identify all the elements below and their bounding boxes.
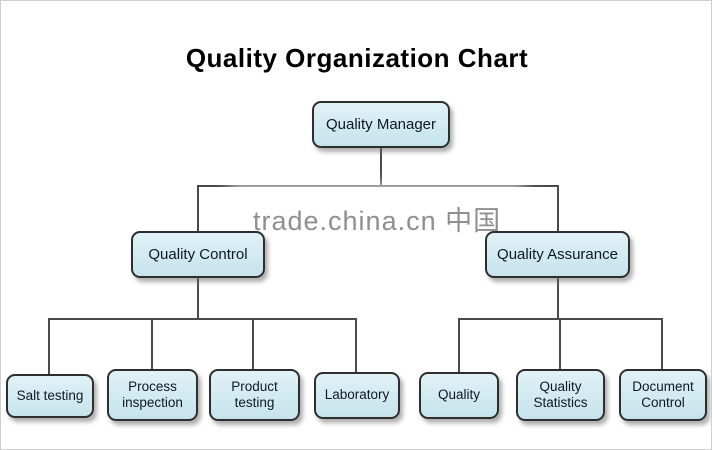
watermark-text: trade.china.cn 中国 — [239, 195, 516, 242]
connector-qa-child-1 — [458, 318, 460, 374]
node-quality: Quality — [419, 372, 499, 419]
connector-qc-stem-bottom — [197, 278, 199, 319]
node-laboratory-label: Laboratory — [324, 387, 390, 403]
node-quality-control-label: Quality Control — [148, 245, 248, 263]
connector-qa-stem-top — [557, 185, 559, 232]
node-salt-testing: Salt testing — [6, 374, 94, 418]
connector-qc-bar — [48, 318, 356, 320]
node-document-control-label: Document Control — [632, 378, 694, 410]
node-laboratory: Laboratory — [314, 372, 400, 419]
connector-qa-child-3 — [661, 318, 663, 372]
node-process-inspection-label: Process inspection — [122, 378, 183, 410]
node-quality-statistics: Quality Statistics — [516, 369, 605, 421]
connector-root-stem — [380, 148, 382, 186]
node-quality-manager: Quality Manager — [312, 101, 450, 148]
connector-qa-child-2 — [559, 318, 561, 372]
node-quality-statistics-label: Quality Statistics — [533, 378, 588, 410]
connector-qc-child-3 — [252, 318, 254, 372]
node-quality-control: Quality Control — [131, 231, 265, 278]
connector-level1-bar — [197, 185, 559, 187]
node-quality-manager-label: Quality Manager — [325, 115, 437, 133]
node-quality-assurance-label: Quality Assurance — [497, 245, 618, 263]
node-product-testing-label: Product testing — [231, 378, 278, 410]
node-document-control: Document Control — [619, 369, 707, 421]
chart-title: Quality Organization Chart — [185, 43, 529, 73]
node-quality-assurance: Quality Assurance — [485, 231, 630, 278]
node-product-testing: Product testing — [209, 369, 300, 421]
node-process-inspection: Process inspection — [107, 369, 198, 421]
connector-qc-child-1 — [48, 318, 50, 375]
connector-qc-child-2 — [151, 318, 153, 372]
connector-qc-child-4 — [355, 318, 357, 374]
node-quality-label: Quality — [437, 387, 481, 403]
connector-qc-stem-top — [197, 185, 199, 232]
node-salt-testing-label: Salt testing — [16, 387, 84, 403]
connector-qa-stem-bottom — [557, 278, 559, 319]
